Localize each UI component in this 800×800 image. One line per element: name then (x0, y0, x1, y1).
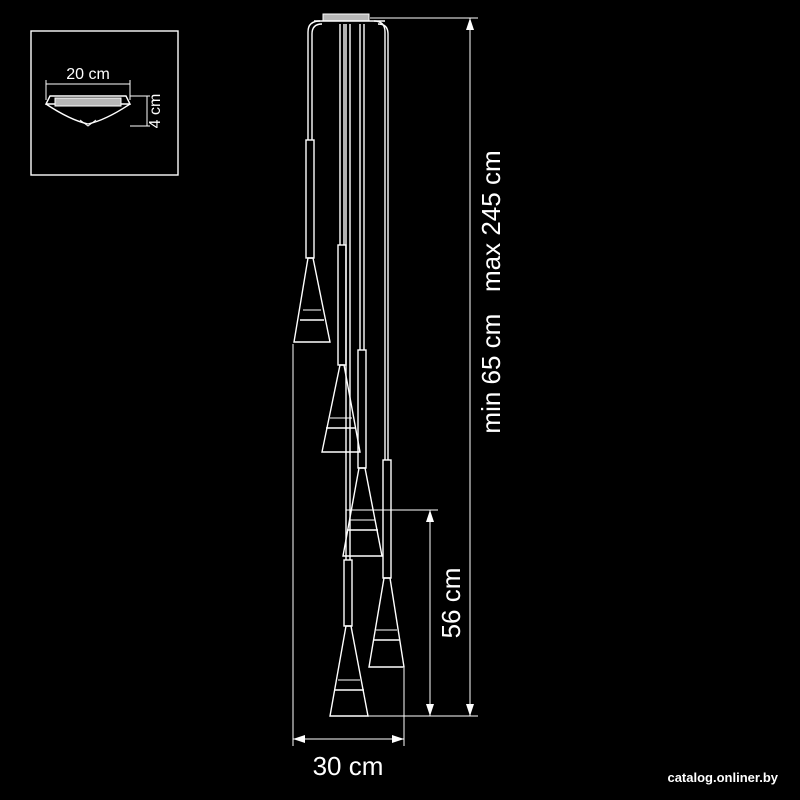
lamp-drop-label: 56 cm (436, 568, 466, 639)
canopy-detail-inset: 20 cm 4 cm (30, 30, 179, 176)
inset-height-label: 4 cm (147, 94, 164, 129)
overall-width-dimension: 30 cm (292, 344, 405, 781)
inset-width-label: 20 cm (66, 66, 110, 83)
pendant-lamp-icon (293, 139, 331, 343)
pendant-lamp-icon (342, 349, 383, 557)
total-height-dimension: min 65 cm max 245 cm (368, 17, 506, 717)
pendant-lamp-icon (329, 559, 369, 717)
watermark: catalog.onliner.by (667, 770, 778, 785)
total-height-label: min 65 cm max 245 cm (476, 150, 506, 433)
ceiling-canopy (314, 13, 385, 22)
canopy-icon (44, 95, 132, 127)
pendant-lamp-icon (368, 459, 405, 668)
pendant-lamp-icon (321, 244, 361, 453)
overall-width-label: 30 cm (313, 751, 384, 781)
inset-frame (30, 30, 179, 176)
lamp-drop-dimension: 56 cm (346, 509, 466, 717)
